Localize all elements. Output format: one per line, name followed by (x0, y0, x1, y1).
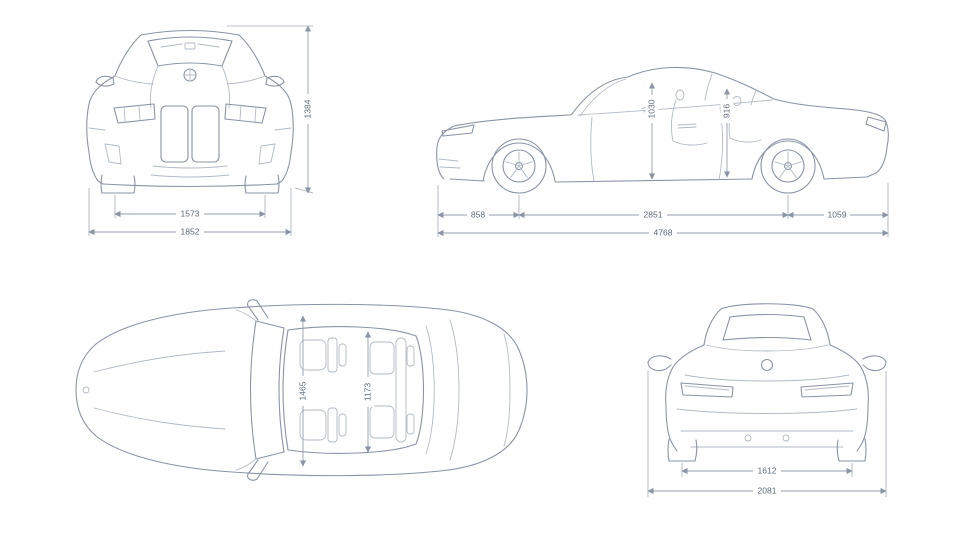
windshield-rear-edge (278, 327, 285, 453)
front-car-body (86, 29, 294, 194)
side-car-body (436, 66, 889, 194)
door-handle (677, 123, 697, 129)
dimension-label-rear-track: 1612 (758, 465, 777, 475)
dimension-label-overall-length: 4768 (654, 227, 673, 237)
front-dimensions: 1384 1573 1852 (88, 25, 314, 237)
front-wheel-arch (482, 142, 556, 182)
bmw-roundel-rear (760, 358, 774, 372)
mirror-right (862, 355, 887, 372)
dimension-label-wheelbase: 2851 (644, 209, 663, 219)
side-mirror-right (265, 75, 285, 87)
rear-seats (369, 337, 415, 443)
rear-window (722, 313, 812, 341)
dimension-label-overall-width-mirrors: 2081 (758, 485, 777, 495)
rear-right-tire (836, 438, 867, 462)
side-mirror-top (247, 299, 269, 321)
side-view-drawing: 1030 916 858 2851 1059 4768 (436, 66, 889, 239)
hood-lines (93, 350, 226, 430)
dimension-label-rear-interior-width: 1173 (362, 383, 372, 402)
rear-wheel-arch (751, 140, 825, 180)
dimension-label-front-headroom: 1030 (646, 99, 656, 118)
cabin-opening (282, 326, 424, 454)
dimension-label-overall-width: 1852 (181, 226, 200, 236)
dimension-label-rear-headroom: 916 (721, 104, 731, 118)
soft-top-seams (704, 73, 757, 106)
rear-left-tire (667, 438, 698, 462)
front-seats (299, 337, 347, 443)
rear-seat (728, 96, 762, 143)
headlight-right (224, 103, 267, 124)
dimension-label-track-width: 1573 (181, 208, 200, 218)
decklid-line (705, 344, 829, 352)
top-car-body (75, 299, 528, 481)
kidney-grille-left (160, 105, 189, 163)
mirror-left (647, 355, 672, 372)
side-mirror-bottom (247, 459, 269, 481)
windshield (147, 36, 233, 67)
side-mirror-left (95, 75, 115, 87)
rear-view-drawing: 1612 2081 (647, 303, 887, 497)
dimension-label-front-overhang: 858 (471, 209, 485, 219)
taillight (865, 116, 887, 132)
rear-dimensions: 1612 2081 (647, 371, 887, 497)
taillight-right (800, 382, 854, 398)
rearview-mirror (184, 42, 196, 50)
front-badge (82, 386, 90, 394)
dimension-label-rear-overhang: 1059 (828, 209, 847, 219)
top-view-drawing: 1465 1173 (75, 299, 528, 481)
top-dimensions: 1465 1173 (296, 315, 375, 467)
side-dimensions: 1030 916 858 2851 1059 4768 (437, 82, 889, 239)
front-left-tire (100, 174, 136, 194)
kidney-grille-right (191, 105, 220, 163)
rear-car-body (647, 303, 887, 462)
headlight-left (113, 103, 156, 124)
taillight-left (680, 382, 734, 398)
front-wheel (491, 138, 547, 194)
windshield-front-edge (249, 320, 257, 460)
front-right-tire (244, 174, 280, 194)
trunk-lines (425, 319, 511, 461)
dimension-label-height: 1384 (302, 99, 312, 118)
front-seat (670, 89, 708, 146)
bumper-lines (676, 408, 858, 448)
dimension-label-front-interior-width: 1465 (297, 381, 307, 400)
front-view-drawing: 1384 1573 1852 (86, 25, 314, 237)
rear-wheel (760, 138, 816, 194)
headlight (441, 124, 475, 137)
